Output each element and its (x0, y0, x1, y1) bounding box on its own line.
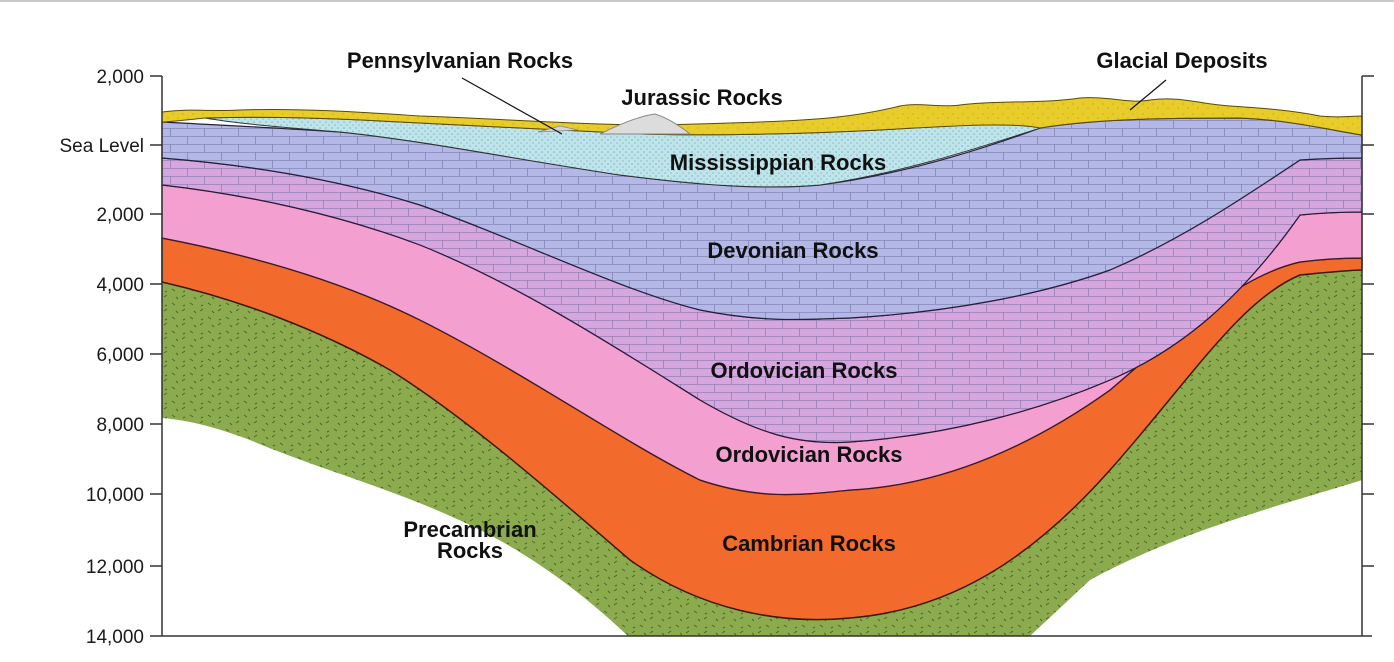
tick-label-2000-above: 2,000 (96, 67, 144, 88)
glacial-deposits-label: Glacial Deposits (1096, 48, 1267, 73)
devonian-rocks-label: Devonian Rocks (707, 238, 878, 263)
left-ticks (150, 76, 162, 566)
tick-label-8000: 8,000 (96, 415, 144, 436)
cambrian-rocks-label: Cambrian Rocks (722, 531, 896, 556)
ordovician-rocks-label-upper: Ordovician Rocks (710, 358, 897, 383)
tick-label-4000: 4,000 (96, 275, 144, 296)
right-ticks (1362, 76, 1374, 566)
pennsylvanian-rocks-label: Pennsylvanian Rocks (347, 48, 573, 73)
tick-label-sea-level: Sea Level (59, 136, 144, 157)
ordovician-rocks-label-lower: Ordovician Rocks (715, 442, 902, 467)
jurassic-rocks-label: Jurassic Rocks (621, 85, 782, 110)
tick-label-12000: 12,000 (86, 557, 144, 578)
tick-label-6000: 6,000 (96, 345, 144, 366)
tick-label-14000: 14,000 (86, 627, 144, 648)
tick-label-10000: 10,000 (86, 485, 144, 506)
mississippian-rocks-label: Mississippian Rocks (670, 150, 886, 175)
precambrian-label-line2: Rocks (437, 538, 503, 563)
tick-label-2000: 2,000 (96, 205, 144, 226)
